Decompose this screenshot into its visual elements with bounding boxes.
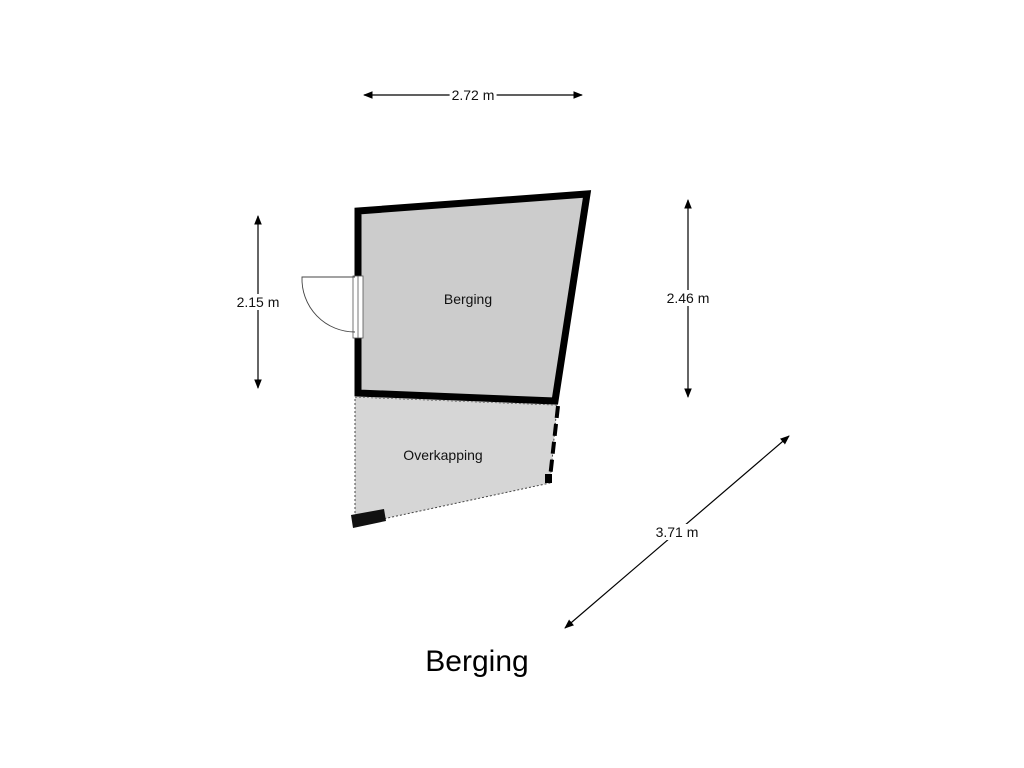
dimension-right: 2.46 m [664,290,712,306]
post [545,474,552,483]
plan-title: Berging [425,645,529,678]
room-label-berging: Berging [443,291,493,307]
berging-area [355,191,591,405]
dimension-top: 2.72 m [449,87,497,103]
room-label-overkapping: Overkapping [403,447,483,463]
open-side [548,405,560,479]
dimension-left: 2.15 m [234,294,282,310]
door-swing [301,276,356,333]
post-block [351,509,386,528]
dimension-diagonal: 3.71 m [653,524,701,540]
